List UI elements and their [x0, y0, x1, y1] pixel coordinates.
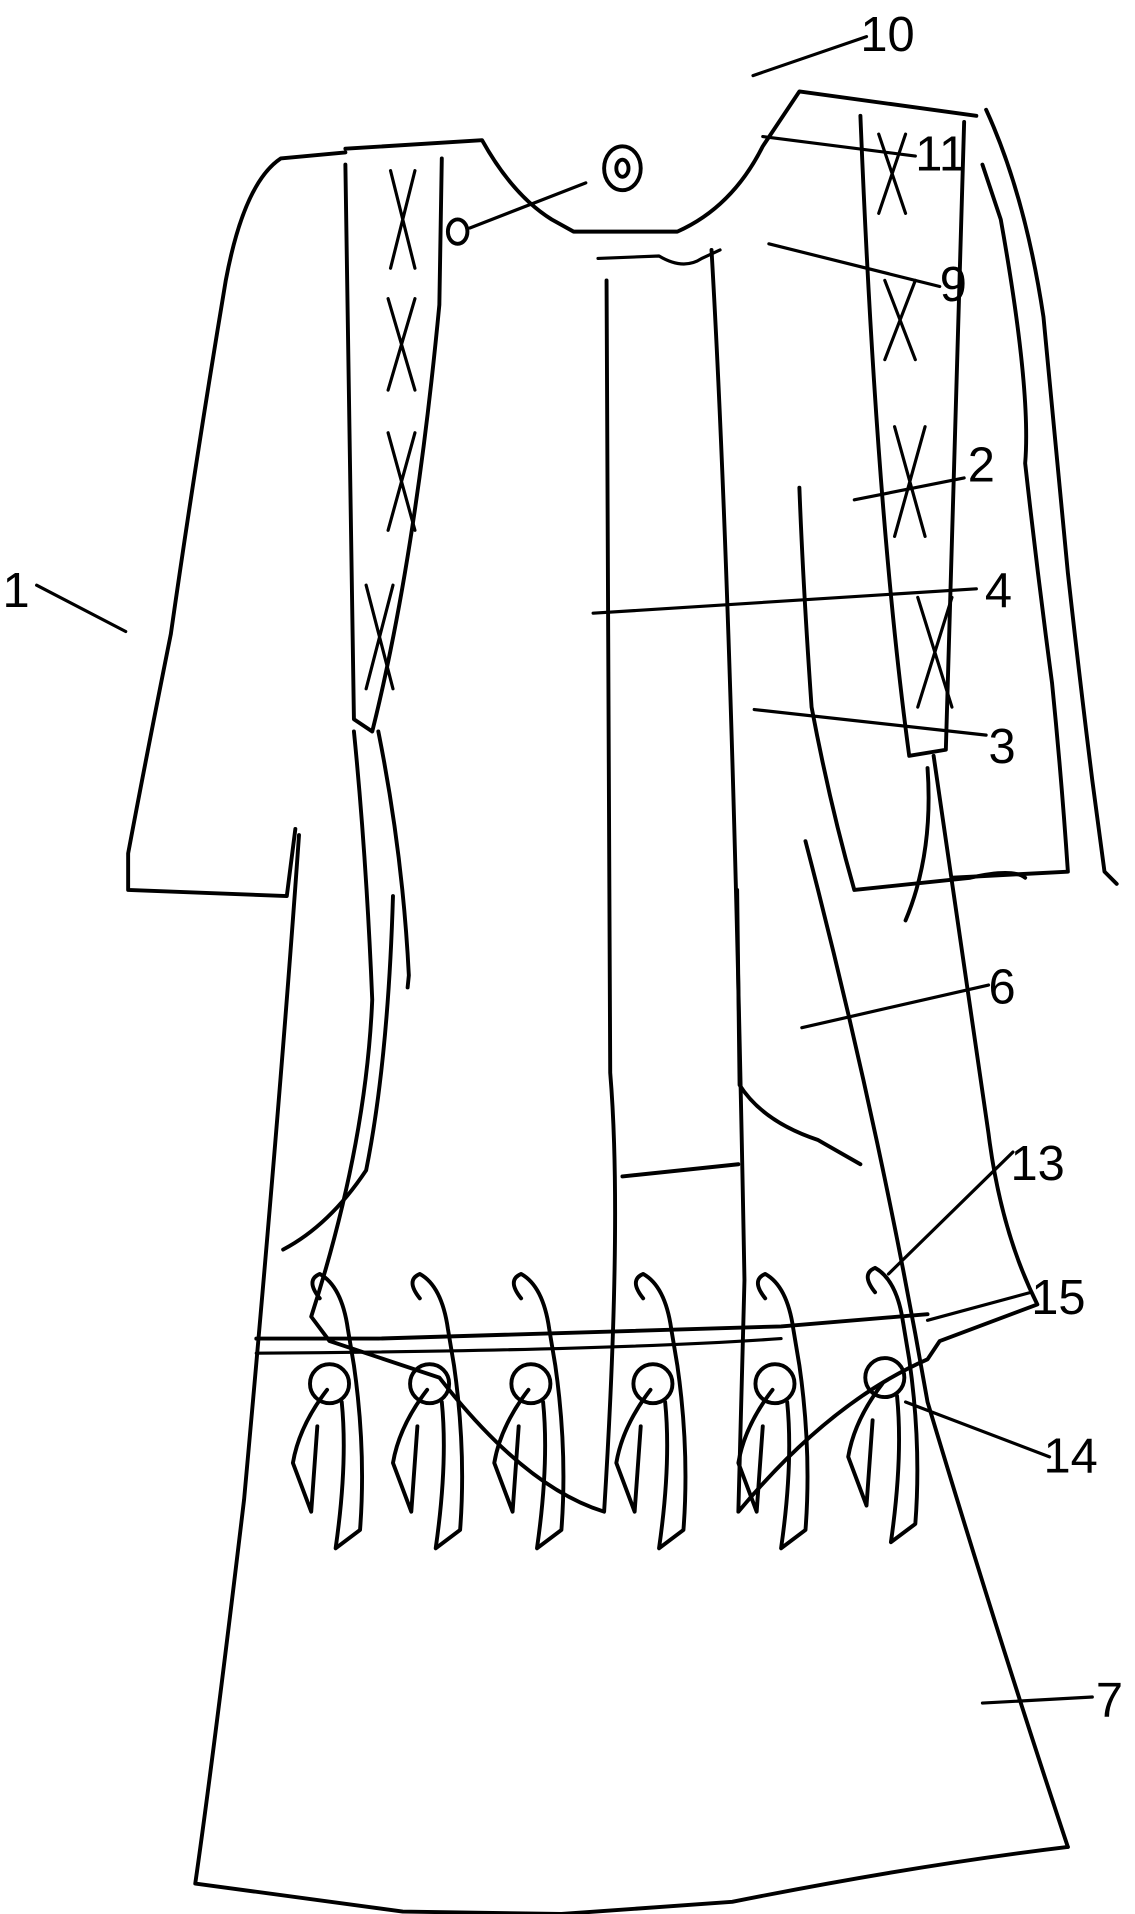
label-3: 3 [989, 720, 1016, 774]
bow-knot [391, 1272, 465, 1551]
buttons [445, 144, 643, 246]
label-15: 15 [1031, 1271, 1085, 1325]
bow-knot [492, 1272, 566, 1551]
leader-lines [35, 34, 1094, 1705]
outer-jacket [126, 107, 1119, 898]
label-4: 4 [985, 564, 1012, 618]
bow-knot [290, 1272, 365, 1551]
label-10: 10 [860, 8, 914, 62]
label-9: 9 [940, 258, 967, 312]
bow-knot [736, 1272, 810, 1551]
label-7: 7 [1096, 1674, 1123, 1728]
label-11: 11 [915, 128, 966, 182]
label-2: 2 [968, 439, 995, 493]
bow-knots [290, 1265, 920, 1551]
reference-numerals: 1 2 3 4 6 7 9 10 11 13 14 15 [2, 8, 1123, 1727]
right-embroidered-strip [858, 113, 967, 758]
bow-knot [614, 1272, 688, 1551]
small-button-icon [445, 217, 470, 246]
waist-cord [254, 1312, 930, 1355]
label-6: 6 [989, 960, 1016, 1014]
left-embroidered-strip [343, 156, 444, 734]
label-13: 13 [1011, 1137, 1065, 1191]
bow-knot [846, 1265, 920, 1545]
label-14: 14 [1043, 1430, 1097, 1484]
ring-button-icon [602, 144, 643, 193]
skirt [193, 833, 1070, 1914]
vest-panels [309, 247, 1040, 1514]
label-1: 1 [2, 564, 29, 618]
collar [343, 89, 979, 266]
